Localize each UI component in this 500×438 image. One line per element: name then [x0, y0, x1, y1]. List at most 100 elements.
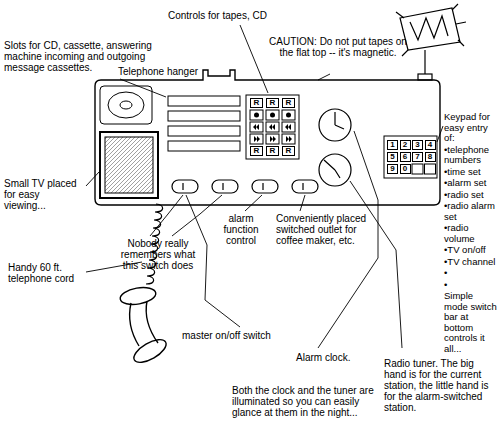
- leader-lines: [240, 25, 268, 93]
- keypad-note: Simple mode switch bar at bottom control…: [444, 291, 497, 354]
- keypad-frame: [425, 164, 436, 174]
- callout-text: master on/off switch: [182, 330, 292, 341]
- radio-tuner: [319, 154, 351, 186]
- keypad-key: 7: [412, 152, 423, 162]
- radio-tuner: [319, 154, 351, 186]
- speaker: [100, 86, 152, 124]
- tape-controls: [253, 124, 259, 130]
- keypad-item: •telephone numbers: [444, 145, 497, 166]
- keypad-key: 8: [425, 152, 436, 162]
- speaker: [108, 92, 144, 118]
- tape-controls: [250, 110, 295, 144]
- keypad-item: •TV on/off: [444, 245, 497, 256]
- key-label: 6: [403, 153, 407, 161]
- keypad-item: •radio volume: [444, 223, 497, 244]
- keypad-key: 3: [412, 140, 423, 150]
- key-label: R: [254, 99, 260, 107]
- key-label: 2: [403, 141, 407, 149]
- key-label: 7: [415, 153, 419, 161]
- keypad-item: •radio alarm set: [444, 201, 497, 222]
- tape-button: R: [250, 98, 263, 108]
- tape-button: R: [266, 98, 279, 108]
- speaker: [100, 86, 152, 124]
- key-label: R: [286, 147, 292, 155]
- leader-lines: [437, 126, 443, 142]
- tv-screen: [105, 137, 153, 193]
- keypad-item: •time set: [444, 167, 497, 178]
- key-label: 9: [390, 165, 394, 173]
- telephone-handset: [130, 301, 158, 346]
- tape-controls: [282, 134, 295, 144]
- tape-controls: [246, 95, 299, 159]
- callout-text: Alarm clock.: [296, 352, 376, 363]
- leader-lines: [245, 195, 262, 211]
- radio-tuner: [324, 160, 340, 178]
- tape-controls: [246, 95, 299, 159]
- antenna: [410, 16, 448, 40]
- alarm-clock: [335, 112, 344, 129]
- leader-lines: [300, 195, 305, 211]
- callout-text: Small TV placed for easy viewing...: [4, 178, 84, 211]
- keypad-key: 1: [387, 140, 398, 150]
- tv-screen: [100, 132, 158, 198]
- key-label: R: [270, 99, 276, 107]
- keypad-key: 4: [425, 140, 436, 150]
- tape-button: R: [282, 146, 295, 156]
- telephone-handset: [119, 285, 170, 367]
- tape-controls: [286, 113, 291, 118]
- keypad-item: •: [444, 280, 497, 291]
- callout-text: Nobody really remembers what this switch…: [118, 238, 198, 271]
- key-label: R: [286, 99, 292, 107]
- tape-controls: [282, 122, 295, 132]
- mode-switches: [183, 183, 303, 190]
- callout-text: Conveniently placed switched outlet for …: [276, 213, 368, 246]
- key-label: 3: [415, 141, 419, 149]
- tape-controls: [250, 110, 263, 120]
- callout-text: Handy 60 ft. telephone cord: [8, 262, 84, 284]
- tape-button: R: [266, 146, 279, 156]
- tape-button: R: [282, 98, 295, 108]
- tape-controls: [286, 136, 292, 142]
- keypad-key: 2: [400, 140, 411, 150]
- leader-lines: [86, 25, 443, 348]
- key-label: R: [254, 147, 260, 155]
- tv-screen: [100, 132, 158, 198]
- mode-switches: [212, 180, 238, 193]
- keypad-key: 0: [400, 164, 411, 174]
- leader-lines: [120, 79, 166, 97]
- tape-controls: [250, 122, 263, 132]
- keypad-item: •: [444, 268, 497, 279]
- alarm-clock: [319, 109, 351, 141]
- key-label: 1: [390, 141, 394, 149]
- leader-lines: [86, 172, 99, 186]
- telephone-handset: [130, 335, 169, 367]
- tape-controls: [253, 113, 292, 143]
- key-label: 8: [428, 153, 432, 161]
- device-body: [95, 70, 440, 205]
- leader-lines: [318, 74, 330, 80]
- antenna: [418, 74, 432, 80]
- tape-controls: [254, 136, 260, 142]
- tape-controls: [250, 134, 263, 144]
- key-label: 4: [428, 141, 432, 149]
- tape-controls: [254, 113, 259, 118]
- keypad-item: •TV channel: [444, 257, 497, 268]
- leader-lines: [150, 195, 183, 236]
- keypad-frame: [412, 164, 423, 174]
- tape-slots: [168, 111, 240, 121]
- tape-controls: [285, 124, 291, 130]
- antenna: [396, 4, 466, 56]
- tape-controls: [270, 136, 276, 142]
- tape-controls: [266, 110, 279, 120]
- tape-controls: [266, 122, 279, 132]
- leader-lines: [172, 195, 222, 236]
- tape-controls: [269, 124, 275, 130]
- callout-text: Radio tuner. The big hand is for the cur…: [384, 358, 496, 413]
- tape-controls: [282, 110, 295, 120]
- tape-slots: [168, 96, 240, 151]
- tape-slots: [168, 96, 240, 106]
- telephone-handset: [119, 285, 157, 307]
- key-label: 0: [403, 165, 407, 173]
- callout-text: Both the clock and the tuner are illumin…: [232, 385, 380, 418]
